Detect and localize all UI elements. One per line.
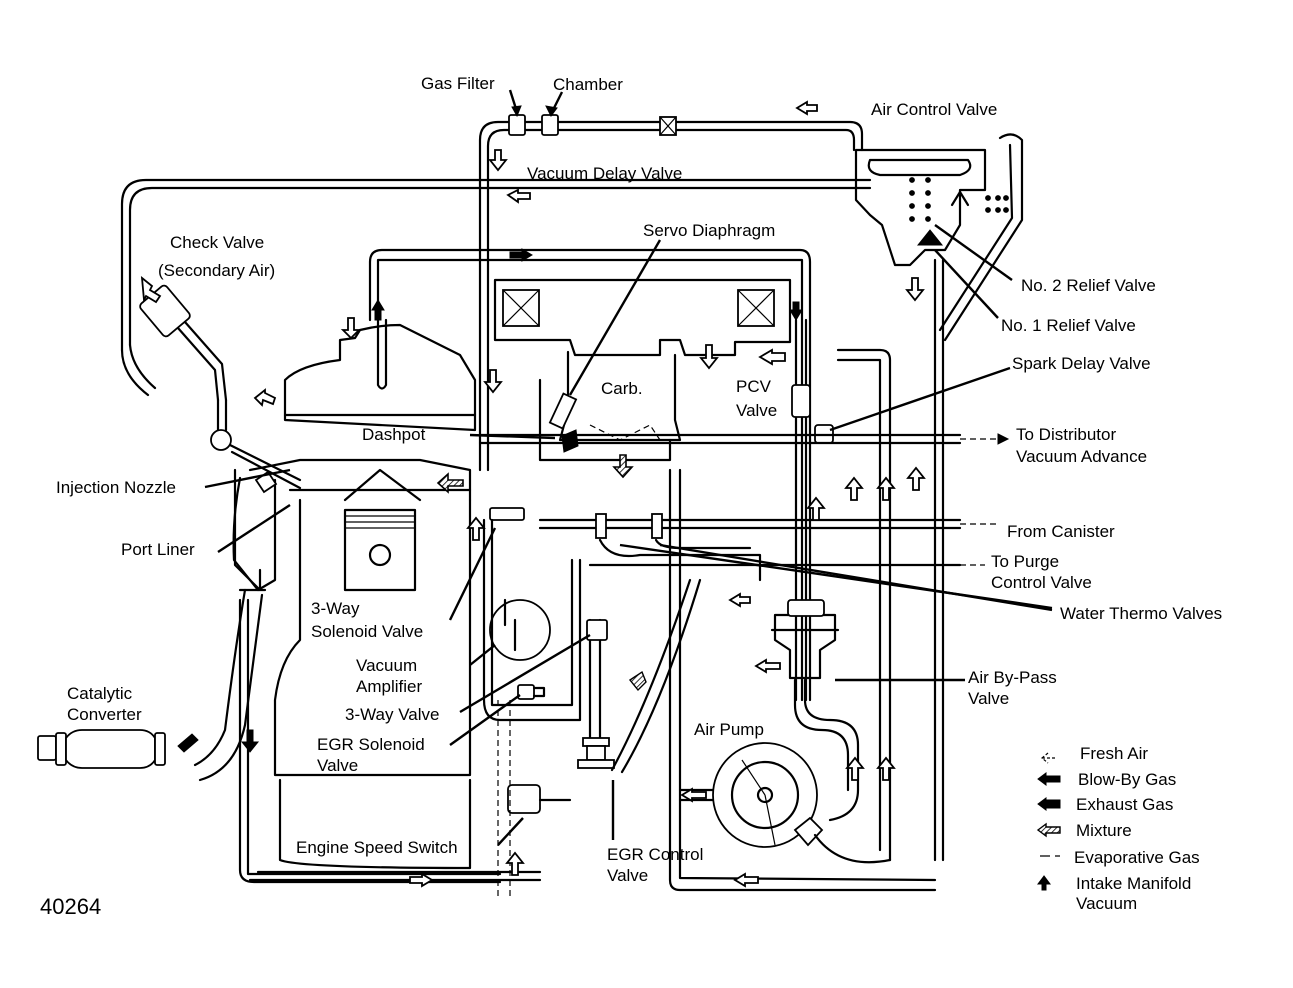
three-way-valve: [586, 619, 608, 641]
label-catalytic-line1: Catalytic: [67, 684, 133, 703]
small-solid-arrow-icon: [1037, 875, 1051, 891]
label-egr-control-line2: Valve: [607, 866, 648, 885]
label-three-way-solenoid-line2: Solenoid Valve: [311, 622, 423, 641]
legend-label: Blow-By Gas: [1078, 770, 1176, 789]
label-egr-control-line1: EGR Control: [607, 845, 703, 864]
label-to-purge-line2: Control Valve: [991, 573, 1092, 592]
label-egr-solenoid-line2: Valve: [317, 756, 358, 775]
label-gas-filter: Gas Filter: [421, 74, 495, 93]
legend-item-fresh-air: Fresh Air: [1041, 744, 1148, 764]
label-dashpot: Dashpot: [362, 425, 426, 444]
label-egr-solenoid-line1: EGR Solenoid: [317, 735, 425, 754]
air-control-valve: [854, 133, 1024, 342]
labels: Gas Filter Chamber Air Control Valve Vac…: [40, 74, 1222, 919]
label-no1-relief-valve: No. 1 Relief Valve: [1001, 316, 1136, 335]
legend-item-evaporative-gas: Evaporative Gas: [1040, 848, 1200, 867]
label-carb: Carb.: [601, 379, 643, 398]
air-bypass-valve: [770, 599, 860, 822]
label-no2-relief-valve: No. 2 Relief Valve: [1021, 276, 1156, 295]
label-to-distributor-line1: To Distributor: [1016, 425, 1116, 444]
label-air-bypass-line2: Valve: [968, 689, 1009, 708]
label-vacuum-amplifier-line1: Vacuum: [356, 656, 417, 675]
vacuum-amplifier: [489, 598, 551, 661]
solid-arrow-icon: [1037, 772, 1061, 786]
check-valve-secondary-air: [120, 284, 302, 490]
label-three-way-solenoid-line1: 3-Way: [311, 599, 360, 618]
legend-item-intake-manifold-vacuum: Intake Manifold Vacuum: [1037, 874, 1191, 913]
catalytic-converter: [37, 729, 199, 769]
inline-valve-icon: [659, 116, 677, 136]
label-from-canister: From Canister: [1007, 522, 1115, 541]
label-check-valve: Check Valve: [170, 233, 264, 252]
engine-speed-switch: [507, 784, 572, 814]
label-air-pump: Air Pump: [694, 720, 764, 739]
legend-item-mixture: Mixture: [1036, 821, 1132, 840]
label-injection-nozzle: Injection Nozzle: [56, 478, 176, 497]
label-air-bypass-line1: Air By-Pass: [968, 668, 1057, 687]
bottom-loops: [238, 598, 502, 884]
three-way-solenoid-valve: [489, 507, 525, 521]
legend-label: Fresh Air: [1080, 744, 1148, 763]
label-chamber: Chamber: [553, 75, 623, 94]
label-vacuum-delay-valve: Vacuum Delay Valve: [527, 164, 682, 183]
solid-arrow-icon: [1037, 797, 1061, 811]
legend-label: Mixture: [1076, 821, 1132, 840]
hatched-arrow-icon: [1036, 822, 1061, 838]
right-side-hoses: [538, 258, 1000, 892]
label-check-valve-secondary: (Secondary Air): [158, 261, 275, 280]
air-cleaner: [368, 248, 812, 702]
gas-filter: [508, 114, 526, 136]
figure-number: 40264: [40, 894, 101, 919]
label-three-way-valve: 3-Way Valve: [345, 705, 439, 724]
label-vacuum-amplifier-line2: Amplifier: [356, 677, 422, 696]
label-port-liner: Port Liner: [121, 540, 195, 559]
center-vacuum-hoses: [248, 518, 582, 900]
pcv-valve: [791, 318, 811, 702]
label-pcv-valve-line1: PCV: [736, 377, 772, 396]
flow-arrows: [140, 100, 926, 888]
label-catalytic-line2: Converter: [67, 705, 142, 724]
label-pcv-valve-line2: Valve: [736, 401, 777, 420]
label-spark-delay-valve: Spark Delay Valve: [1012, 354, 1151, 373]
air-pump: [678, 742, 892, 864]
egr-control-valve: [577, 578, 702, 774]
egr-solenoid-valve: [517, 684, 546, 700]
legend-label: Vacuum: [1076, 894, 1137, 913]
legend-label: Intake Manifold: [1076, 874, 1191, 893]
leader-lines: [204, 89, 1053, 846]
engine: [233, 318, 477, 870]
legend-label: Evaporative Gas: [1074, 848, 1200, 867]
hollow-arrow-icon: [1041, 752, 1056, 764]
chamber: [541, 114, 559, 136]
label-engine-speed-switch: Engine Speed Switch: [296, 838, 458, 857]
label-water-thermo-valves: Water Thermo Valves: [1060, 604, 1222, 623]
legend-item-exhaust-gas: Exhaust Gas: [1037, 795, 1173, 814]
label-servo-diaphragm: Servo Diaphragm: [643, 221, 775, 240]
label-to-purge-line1: To Purge: [991, 552, 1059, 571]
label-to-distributor-line2: Vacuum Advance: [1016, 447, 1147, 466]
legend: Fresh Air Blow-By Gas Exhaust Gas Mixtur…: [1036, 744, 1200, 913]
label-air-control-valve: Air Control Valve: [871, 100, 997, 119]
legend-item-blow-by-gas: Blow-By Gas: [1037, 770, 1176, 789]
legend-label: Exhaust Gas: [1076, 795, 1173, 814]
